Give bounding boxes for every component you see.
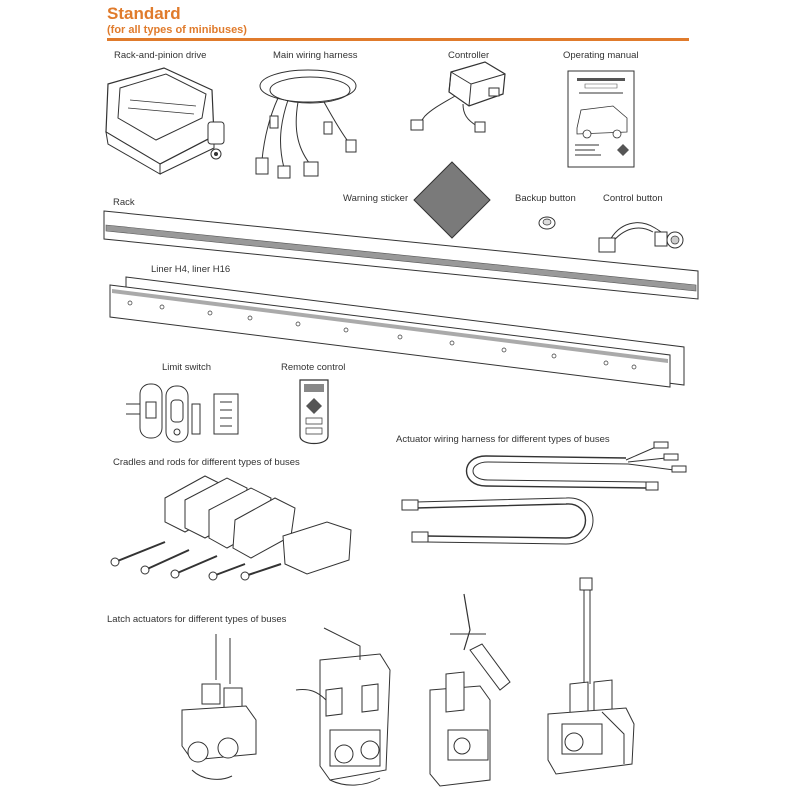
remote-control-illustration — [294, 376, 334, 451]
limit-switch-illustration — [120, 378, 250, 448]
main-wiring-harness-illustration — [238, 60, 368, 185]
latch-actuator-2-illustration — [290, 620, 405, 790]
cradles-and-rods-illustration — [105, 470, 360, 590]
warning-sticker-illustration — [412, 160, 492, 240]
backup-button-illustration — [536, 213, 558, 233]
label-remote-control: Remote control — [281, 362, 346, 373]
actuator-wiring-harness-illustration — [396, 438, 696, 548]
latch-actuator-3-illustration — [420, 590, 525, 790]
label-controller: Controller — [448, 50, 490, 61]
label-latch-actuators: Latch actuators for different types of b… — [107, 614, 287, 625]
label-limit-switch: Limit switch — [162, 362, 212, 373]
label-cradles-and-rods: Cradles and rods for different types of … — [113, 457, 300, 468]
label-main-wiring-harness: Main wiring harness — [273, 50, 358, 61]
operating-manual-illustration — [567, 70, 637, 170]
liner-illustration — [100, 275, 690, 390]
label-operating-manual: Operating manual — [563, 50, 639, 61]
controller-illustration — [405, 60, 515, 145]
label-actuator-wiring-harness: Actuator wiring harness for different ty… — [396, 434, 610, 445]
label-liner: Liner H4, liner H16 — [151, 264, 231, 275]
control-button-illustration — [595, 208, 695, 262]
rack-illustration — [100, 205, 705, 305]
label-rack-pinion-drive: Rack-and-pinion drive — [114, 50, 207, 61]
rack-pinion-drive-illustration — [100, 62, 230, 182]
latch-actuator-1-illustration — [172, 630, 262, 790]
label-warning-sticker: Warning sticker — [343, 193, 409, 204]
label-rack: Rack — [113, 197, 135, 208]
latch-actuator-4-illustration — [540, 574, 640, 794]
page-title: Standard — [107, 4, 181, 23]
header-rule — [107, 38, 689, 41]
label-backup-button: Backup button — [515, 193, 576, 204]
label-control-button: Control button — [603, 193, 663, 204]
page-subtitle: (for all types of minibuses) — [107, 24, 247, 36]
